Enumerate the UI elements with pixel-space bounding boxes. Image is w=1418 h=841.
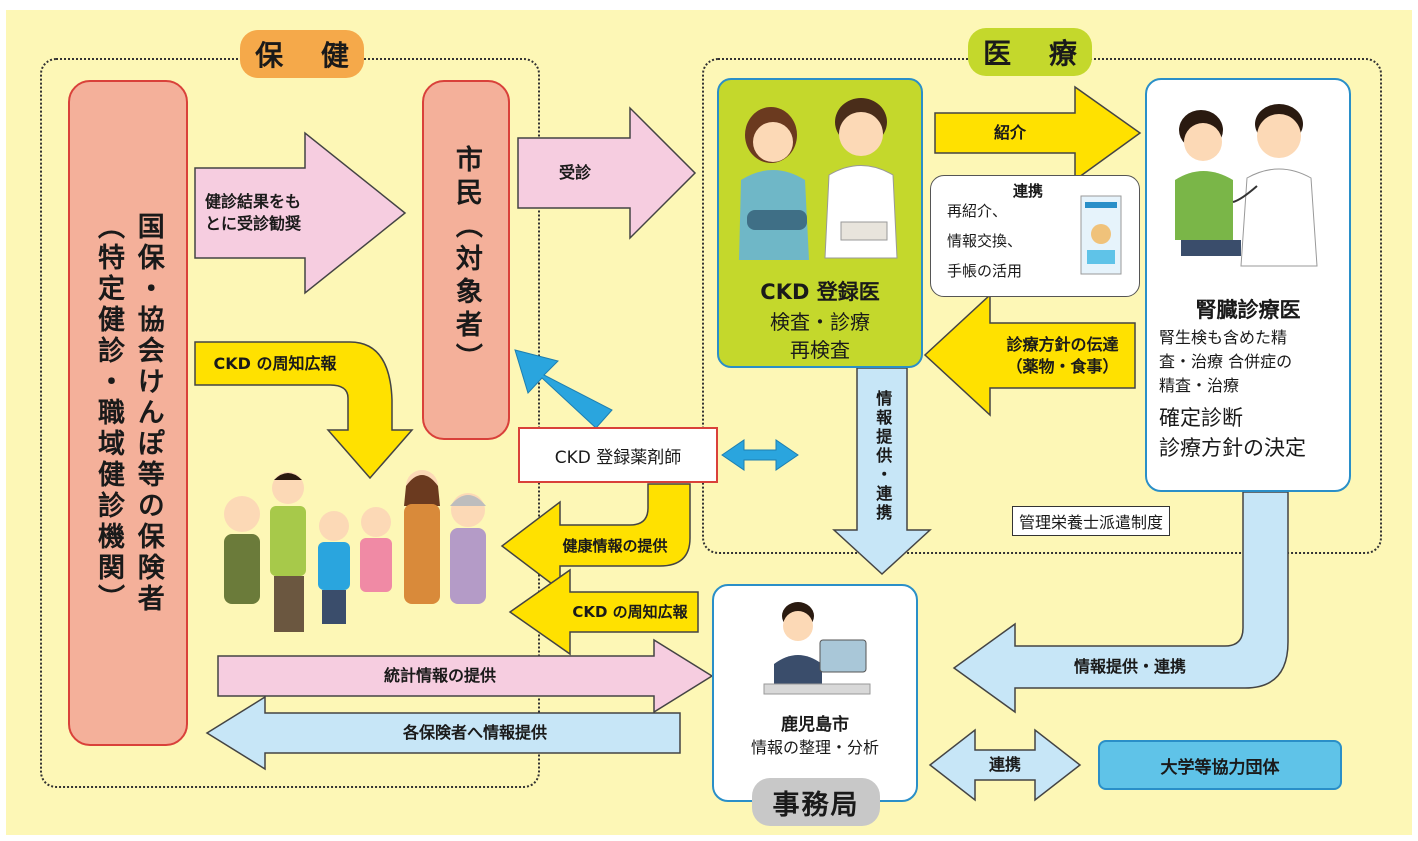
coop-line3: 手帳の活用: [947, 262, 1023, 280]
arrow-stats: [217, 638, 714, 714]
insurers-box: 国保・協会けんぽ等の保険者 （特定健診・職域健診機関）: [68, 80, 188, 746]
nephro-line4: 確定診断: [1159, 406, 1243, 430]
coop-line1: 再紹介、: [947, 202, 1008, 220]
arrow-recommend: [194, 131, 407, 295]
ckd-doctor-line2: 再検査: [790, 338, 850, 362]
citizen-text: 市民（対象者）: [450, 144, 482, 376]
doctor-patient-illustration: [739, 98, 898, 260]
info-coop-label: 情報提供・連携: [1073, 656, 1186, 676]
arrow-pharmacist-clinic: [721, 439, 799, 471]
arrow-univ-coop: [928, 728, 1082, 802]
ckd-awareness-label-2: CKD の周知広報: [572, 602, 688, 621]
pharmacist-box: CKD 登録薬剤師: [518, 427, 718, 483]
arrow-info-down: [832, 367, 932, 576]
arrow-info-coop: [952, 491, 1289, 714]
health-info-label: 健康情報の提供: [562, 536, 668, 555]
univ-coop-label: 連携: [988, 754, 1021, 774]
coop-line2: 情報交換、: [947, 232, 1023, 250]
iryo-badge: 医 療: [968, 28, 1092, 76]
hoken-badge: 保 健: [240, 30, 364, 78]
ckd-handbook-icon: [1080, 195, 1122, 275]
info-down-label: 情報提供・連携: [873, 389, 893, 523]
nephro-line5: 診療方針の決定: [1159, 436, 1306, 460]
arrow-pharmacist-to-citizen: [514, 349, 613, 429]
arrow-health-info: [500, 483, 691, 592]
ckd-doctor-title: CKD 登録医: [760, 280, 880, 304]
kagoshima-sub: 情報の整理・分析: [750, 738, 879, 757]
referral-label: 紹介: [993, 122, 1026, 142]
ckd-awareness-label-1: CKD の周知広報: [213, 353, 337, 373]
stats-label: 統計情報の提供: [383, 665, 496, 685]
coop-title: 連携: [1013, 182, 1044, 200]
insurers-text: 国保・協会けんぽ等の保険者: [132, 211, 164, 615]
office-worker-illustration: [763, 602, 871, 695]
ckd-doctor-box: CKD 登録医 検査・診療 再検査: [717, 78, 923, 368]
citizens-family-illustration: [224, 470, 486, 632]
arrow-policy: [923, 293, 1136, 417]
kagoshima-title: 鹿児島市: [781, 715, 849, 735]
nephro-line3: 精査・治療: [1159, 376, 1240, 395]
nephro-line2: 査・治療 合併症の: [1159, 352, 1293, 371]
arrow-referral: [934, 85, 1142, 182]
university-box: 大学等協力団体: [1098, 740, 1342, 790]
insurers-subtext: （特定健診・職域健診機関）: [93, 211, 124, 615]
kagoshima-box: 鹿児島市 情報の整理・分析: [712, 584, 918, 802]
ckd-doctor-line1: 検査・診療: [770, 310, 870, 334]
citizen-box: 市民（対象者）: [422, 80, 510, 440]
nephro-line1: 腎生検も含めた精: [1159, 328, 1288, 347]
jimukyoku-badge: 事務局: [752, 778, 880, 826]
arrow-ckd-awareness-2: [508, 568, 699, 656]
nephrologist-illustration: [1175, 104, 1318, 267]
policy-label: 診療方針の伝達（薬物・食事）: [1006, 334, 1119, 376]
recommend-label: 健診結果をもとに受診勧奨: [204, 191, 301, 233]
arrow-consult: [517, 106, 697, 240]
consult-label: 受診: [558, 162, 591, 182]
nephrologist-box: 腎臓診療医 腎生検も含めた精 査・治療 合併症の 精査・治療 確定診断 診療方針…: [1145, 78, 1351, 492]
nutrition-label: 管理栄養士派遣制度: [1012, 506, 1171, 536]
arrow-ckd-awareness-1: [194, 341, 414, 480]
arrow-insurer-info: [205, 695, 681, 771]
nephro-title: 腎臓診療医: [1195, 298, 1301, 322]
coop-bracket: 連携 再紹介、 情報交換、 手帳の活用: [930, 175, 1140, 297]
insurer-info-label: 各保険者へ情報提供: [402, 722, 547, 742]
